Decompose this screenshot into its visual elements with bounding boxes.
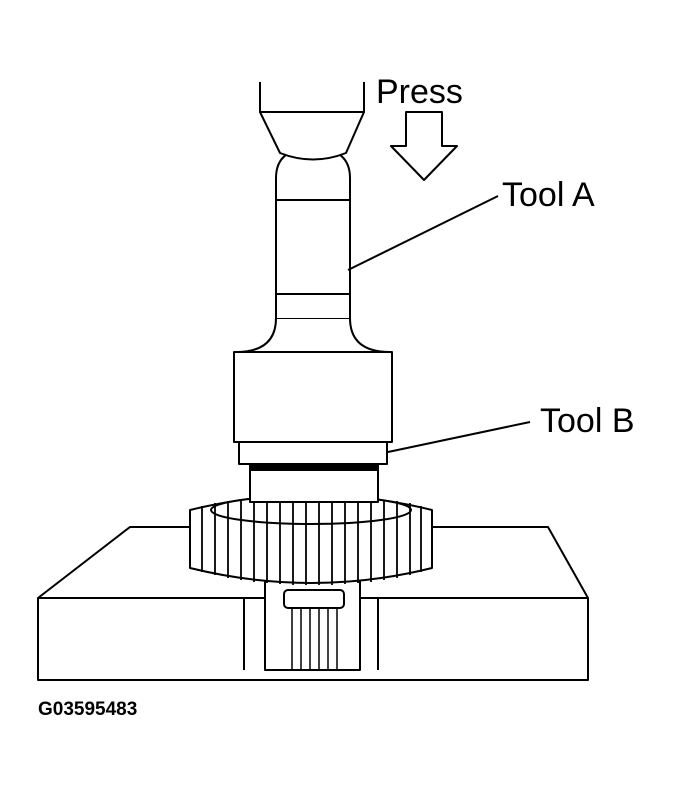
- tool-b: [238, 439, 388, 503]
- gear: [189, 494, 433, 585]
- press-ram: [259, 82, 365, 161]
- tool-b-leader-line: [387, 421, 531, 453]
- tool-a: [233, 147, 393, 443]
- output-shaft: [264, 574, 361, 671]
- press-label: Press: [376, 73, 463, 111]
- tool-a-leader-line: [347, 195, 499, 271]
- press-arrow-icon: [390, 111, 458, 181]
- tool-a-label: Tool A: [502, 176, 595, 214]
- figure-code: G03595483: [38, 699, 137, 720]
- tool-b-label: Tool B: [540, 402, 635, 440]
